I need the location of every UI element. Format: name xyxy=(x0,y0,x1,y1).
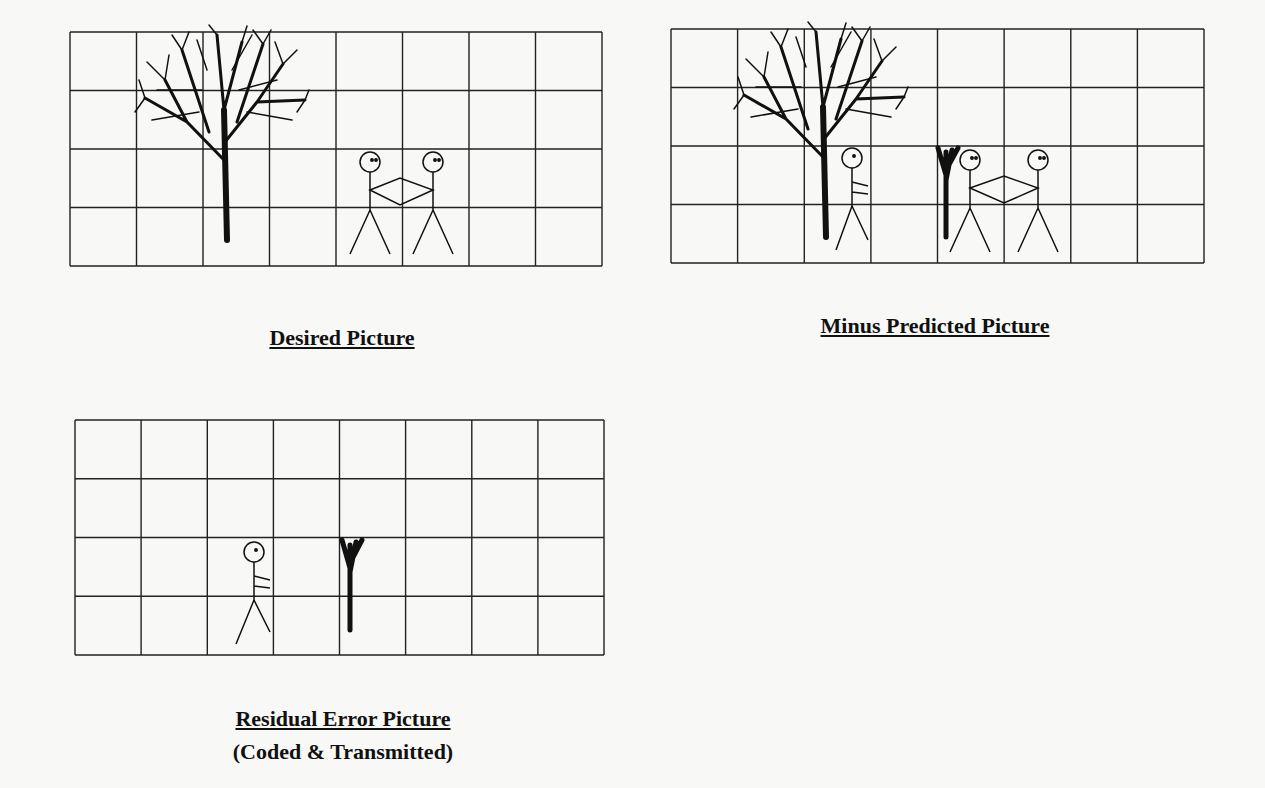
caption: (Coded & Transmitted) xyxy=(233,739,453,765)
caption: Minus Predicted Picture xyxy=(821,313,1050,339)
caption: Residual Error Picture xyxy=(235,706,450,732)
caption: Desired Picture xyxy=(269,325,414,351)
